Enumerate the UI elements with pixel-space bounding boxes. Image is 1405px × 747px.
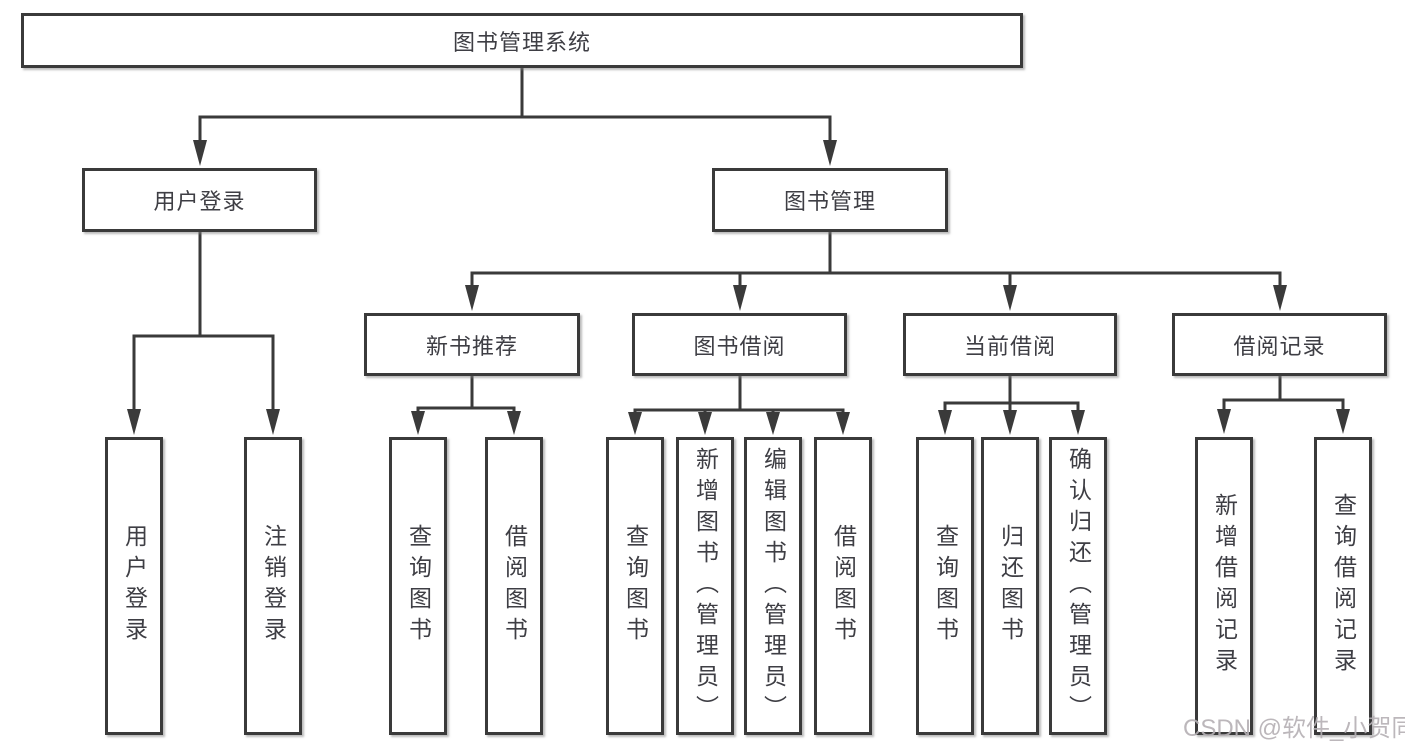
connector-root-to-level2: [193, 68, 837, 166]
node-system-root-label: 图书管理系统: [452, 29, 591, 55]
node-user-login: 用户登录: [82, 168, 317, 232]
leaf-current-query-label: 查询图书: [932, 524, 959, 648]
leaf-borrow-book-label: 借阅图书: [830, 524, 857, 648]
node-current-borrow: 当前借阅: [903, 313, 1117, 376]
leaf-record-add: 新增借阅记录: [1195, 437, 1253, 735]
leaf-newbook-borrow-label: 借阅图书: [501, 524, 528, 648]
leaf-borrow-query: 查询图书: [606, 437, 664, 735]
leaf-user-login: 用户登录: [105, 437, 163, 735]
leaf-record-add-label: 新增借阅记录: [1211, 493, 1238, 679]
node-book-management: 图书管理: [712, 168, 948, 232]
node-book-management-label: 图书管理: [783, 189, 876, 214]
node-user-login-label: 用户登录: [153, 189, 246, 214]
leaf-current-confirm-admin-label: 确认归还（管理员）: [1065, 446, 1092, 726]
connector-newbook-to-leaves: [411, 376, 521, 435]
connector-bookborrow-to-leaves: [628, 376, 850, 435]
node-borrow-record: 借阅记录: [1172, 313, 1387, 376]
node-book-borrow-label: 图书借阅: [693, 333, 786, 359]
leaf-newbook-query-label: 查询图书: [405, 524, 432, 648]
leaf-current-confirm-admin: 确认归还（管理员）: [1049, 437, 1107, 735]
connector-userlogin-to-leaves: [127, 232, 280, 435]
leaf-current-query: 查询图书: [916, 437, 974, 735]
leaf-borrow-add-admin-label: 新增图书（管理员）: [692, 446, 719, 726]
leaf-current-return: 归还图书: [981, 437, 1039, 735]
leaf-record-query-label: 查询借阅记录: [1330, 493, 1357, 679]
connector-currentborrow-to-leaves: [938, 376, 1085, 435]
node-system-root: 图书管理系统: [21, 13, 1023, 68]
leaf-record-query: 查询借阅记录: [1314, 437, 1372, 735]
leaf-borrow-edit-admin: 编辑图书（管理员）: [744, 437, 802, 735]
leaf-newbook-borrow: 借阅图书: [485, 437, 543, 735]
leaf-borrow-add-admin: 新增图书（管理员）: [676, 437, 734, 735]
node-book-borrow: 图书借阅: [632, 313, 847, 376]
node-new-book-recommend-label: 新书推荐: [425, 333, 518, 359]
node-borrow-record-label: 借阅记录: [1233, 333, 1326, 359]
leaf-borrow-book: 借阅图书: [814, 437, 872, 735]
csdn-watermark: CSDN @软件_小贺同学: [1183, 715, 1405, 742]
leaf-borrow-query-label: 查询图书: [622, 524, 649, 648]
leaf-borrow-edit-admin-label: 编辑图书（管理员）: [760, 446, 787, 726]
node-new-book-recommend: 新书推荐: [364, 313, 580, 376]
leaf-newbook-query: 查询图书: [389, 437, 447, 735]
connector-bookmgmt-to-level3: [465, 232, 1287, 311]
leaf-logout-label: 注销登录: [260, 524, 287, 648]
leaf-logout: 注销登录: [244, 437, 302, 735]
node-current-borrow-label: 当前借阅: [963, 333, 1056, 359]
connector-borrowrecord-to-leaves: [1217, 375, 1350, 434]
leaf-user-login-label: 用户登录: [121, 524, 148, 648]
leaf-current-return-label: 归还图书: [997, 524, 1024, 648]
